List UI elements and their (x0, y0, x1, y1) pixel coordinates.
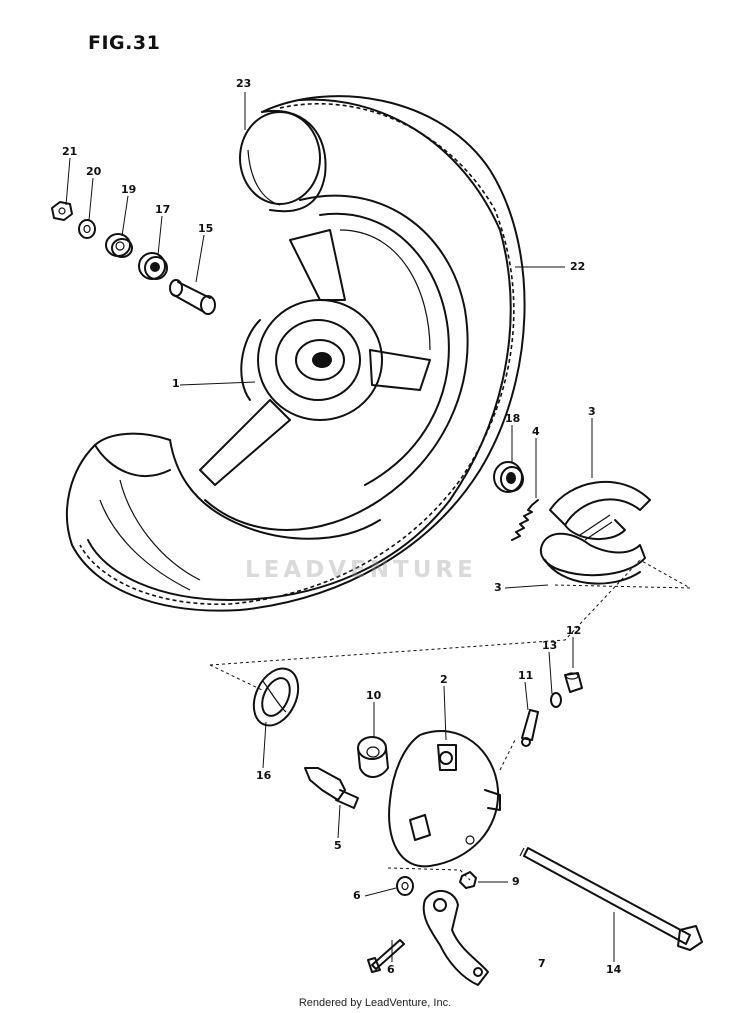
callout-3-upper: 3 (588, 405, 596, 418)
bearing-17 (138, 252, 168, 280)
callout-6-upper: 6 (353, 889, 361, 902)
callout-21: 21 (62, 145, 78, 158)
oil-seal-16 (252, 667, 300, 727)
watermark: LEADVENTURE (245, 557, 477, 583)
callout-1: 1 (172, 377, 180, 390)
callout-12: 12 (566, 624, 582, 637)
callout-4: 4 (532, 425, 540, 438)
callout-15: 15 (198, 222, 214, 235)
nut-9 (459, 871, 477, 889)
spacer-tube-15 (169, 279, 216, 315)
leader-lines (65, 92, 691, 962)
callout-18: 18 (505, 412, 521, 425)
washer-13 (550, 692, 562, 708)
camshaft-5 (304, 767, 359, 809)
figure-title: FIG.31 (88, 32, 161, 54)
grease-nipple-11 (521, 709, 539, 747)
axle-nut-21 (51, 201, 73, 221)
callout-20: 20 (86, 165, 102, 178)
cap-12 (564, 672, 583, 693)
callout-17: 17 (155, 203, 171, 216)
brake-panel-2 (388, 730, 501, 868)
bolt-6 (367, 939, 405, 973)
brake-arm-7 (422, 890, 489, 986)
callout-11: 11 (518, 669, 534, 682)
callout-2: 2 (440, 673, 448, 686)
callout-3-lower: 3 (494, 581, 502, 594)
callout-14: 14 (606, 963, 622, 976)
washer-6 (396, 876, 414, 896)
callout-19: 19 (121, 183, 137, 196)
callout-13: 13 (542, 639, 558, 652)
bearing-18 (493, 461, 524, 493)
callout-10: 10 (366, 689, 382, 702)
callout-16: 16 (256, 769, 272, 782)
washer-20 (78, 219, 96, 239)
spring-4 (511, 499, 539, 541)
tire (65, 95, 526, 612)
wheel-rim (199, 194, 469, 531)
callout-23: 23 (236, 77, 252, 90)
footer-credit: Rendered by LeadVenture, Inc. (298, 997, 452, 1009)
brake-shoe-lower (540, 532, 646, 585)
axle-14 (519, 847, 703, 951)
tube (239, 109, 327, 213)
callout-7: 7 (538, 957, 546, 970)
callout-5: 5 (334, 839, 342, 852)
callout-9: 9 (512, 875, 520, 888)
callout-22: 22 (570, 260, 586, 273)
brake-shoe-upper (549, 480, 651, 541)
spacer-19 (105, 233, 133, 258)
callout-6-lower: 6 (387, 963, 395, 976)
collar-10 (357, 736, 389, 778)
